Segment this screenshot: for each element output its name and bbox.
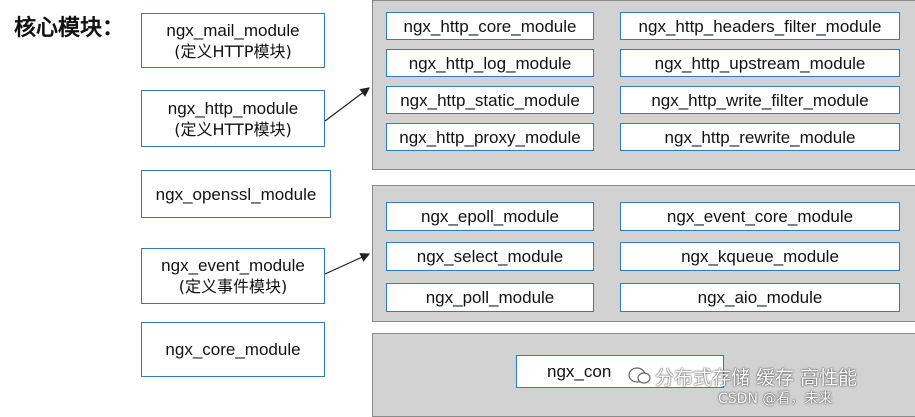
module-box-mail: ngx_mail_module (定义HTTP模块) bbox=[141, 13, 325, 68]
watermark-main: 分布式存储 缓存 高性能 bbox=[655, 367, 858, 389]
module-name: ngx_http_upstream_module bbox=[654, 53, 866, 73]
module-name: ngx_http_rewrite_module bbox=[664, 127, 856, 147]
module-name: ngx_http_write_filter_module bbox=[651, 90, 869, 110]
module-note: (定义HTTP模块) bbox=[174, 119, 292, 139]
module-name: ngx_con bbox=[547, 362, 612, 381]
http-module-box: ngx_http_core_module bbox=[386, 12, 594, 40]
module-name: ngx_http_static_module bbox=[400, 90, 580, 110]
module-note: (定义HTTP模块) bbox=[174, 41, 292, 61]
http-module-box: ngx_http_static_module bbox=[386, 86, 594, 114]
http-module-box: ngx_http_rewrite_module bbox=[620, 123, 900, 151]
module-box-openssl: ngx_openssl_module bbox=[141, 170, 331, 218]
module-box-event: ngx_event_module (定义事件模块) bbox=[141, 248, 325, 304]
http-module-box: ngx_http_upstream_module bbox=[620, 49, 900, 77]
module-name: ngx_event_core_module bbox=[666, 207, 854, 226]
module-name: ngx_http_proxy_module bbox=[399, 127, 581, 147]
arrow-http-to-panel bbox=[324, 87, 370, 122]
module-name: ngx_kqueue_module bbox=[681, 247, 839, 266]
module-name: ngx_http_core_module bbox=[403, 16, 577, 36]
watermark-sub: CSDN @看，未来 bbox=[718, 391, 833, 407]
conf-module-box: ngx_con bbox=[516, 355, 724, 388]
http-module-box: ngx_http_headers_filter_module bbox=[620, 12, 900, 40]
event-module-box: ngx_epoll_module bbox=[386, 202, 594, 231]
module-name: ngx_core_module bbox=[165, 340, 301, 359]
module-name: ngx_http_module bbox=[167, 98, 299, 118]
diagram-title: 核心模块： bbox=[14, 16, 125, 41]
module-name: ngx_openssl_module bbox=[155, 184, 317, 204]
event-module-box: ngx_select_module bbox=[386, 242, 594, 271]
module-box-http: ngx_http_module (定义HTTP模块) bbox=[141, 90, 325, 147]
http-module-box: ngx_http_log_module bbox=[386, 49, 594, 77]
module-name: ngx_select_module bbox=[416, 247, 564, 266]
http-module-box: ngx_http_proxy_module bbox=[386, 123, 594, 151]
module-name: ngx_mail_module bbox=[166, 20, 300, 40]
module-name: ngx_http_headers_filter_module bbox=[638, 16, 882, 36]
event-module-box: ngx_aio_module bbox=[620, 283, 900, 312]
event-module-box: ngx_kqueue_module bbox=[620, 242, 900, 271]
module-name: ngx_poll_module bbox=[425, 288, 555, 307]
module-name: ngx_event_module bbox=[161, 256, 305, 275]
arrow-event-to-panel bbox=[324, 253, 371, 275]
http-module-box: ngx_http_write_filter_module bbox=[620, 86, 900, 114]
module-name: ngx_http_log_module bbox=[408, 53, 572, 73]
module-name: ngx_epoll_module bbox=[421, 207, 559, 226]
event-module-box: ngx_event_core_module bbox=[620, 202, 900, 231]
module-note: (定义事件模块) bbox=[178, 277, 288, 296]
wechat-logo-icon bbox=[628, 367, 651, 384]
module-name: ngx_aio_module bbox=[697, 288, 823, 307]
event-module-box: ngx_poll_module bbox=[386, 283, 594, 312]
module-box-core: ngx_core_module bbox=[141, 322, 325, 377]
